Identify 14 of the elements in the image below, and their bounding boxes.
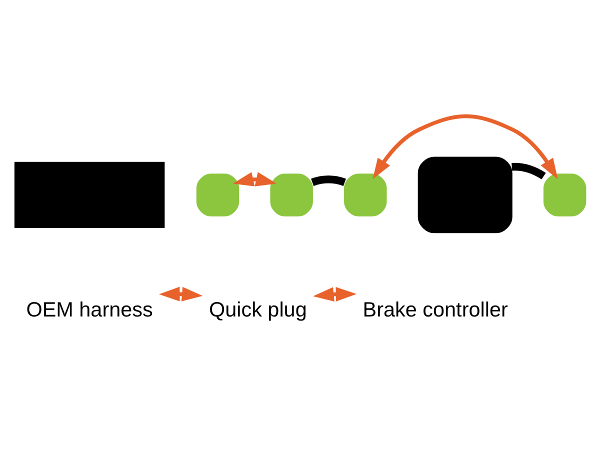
node-box xyxy=(196,173,240,216)
arrow xyxy=(232,172,277,186)
node-box xyxy=(543,173,586,216)
node-text: OEM harness xyxy=(26,298,153,321)
node-text: Quick plug xyxy=(208,298,307,321)
arrow xyxy=(372,114,558,179)
connector xyxy=(311,175,346,186)
node-box xyxy=(418,156,512,233)
node-text: Brake controller xyxy=(362,298,508,321)
node-box xyxy=(270,173,313,216)
node-truck xyxy=(14,161,165,228)
arrow xyxy=(158,286,203,301)
node-box xyxy=(344,173,387,216)
arrow xyxy=(313,286,357,302)
